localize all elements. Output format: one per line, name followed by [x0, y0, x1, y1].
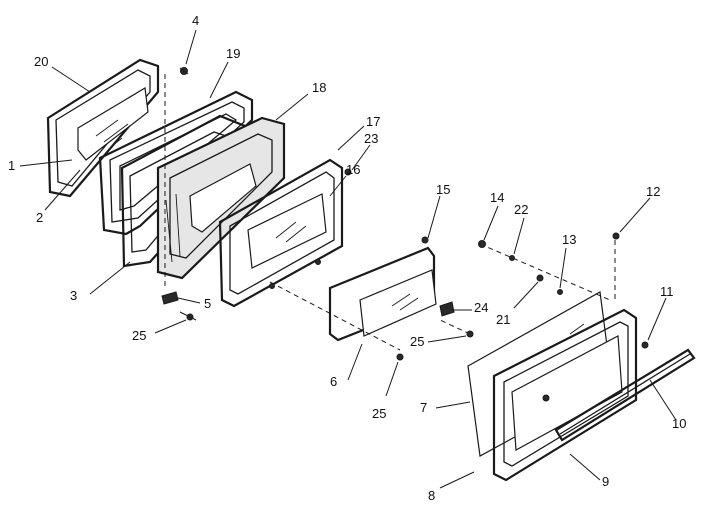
- callout-labels: 20 1 2 3 4 19 18 17 23 16 5 25 15 14 22 …: [8, 13, 686, 503]
- part-20-door-liner-panel: [46, 58, 160, 198]
- callout-17: 17: [366, 114, 380, 129]
- callout-2: 2: [36, 210, 43, 225]
- part-21-washer: [536, 274, 544, 282]
- part-5-clip: [161, 291, 179, 305]
- callout-6: 6: [330, 374, 337, 389]
- callout-19: 19: [226, 46, 240, 61]
- part-10-door-handle: [554, 348, 696, 442]
- part-16-door-panel: [218, 158, 344, 308]
- callout-21: 21: [496, 312, 510, 327]
- hardware: [161, 67, 649, 361]
- callout-13: 13: [562, 232, 576, 247]
- callout-25-bottom: 25: [372, 406, 386, 421]
- callout-23: 23: [364, 131, 378, 146]
- callout-20: 20: [34, 54, 48, 69]
- callout-22: 22: [514, 202, 528, 217]
- part-24-clip: [439, 301, 455, 317]
- callout-10: 10: [672, 416, 686, 431]
- part-23-screw: [344, 168, 352, 176]
- callout-16: 16: [346, 162, 360, 177]
- callout-15: 15: [436, 182, 450, 197]
- callout-1: 1: [8, 158, 15, 173]
- callout-11: 11: [660, 284, 674, 299]
- callout-18: 18: [312, 80, 326, 95]
- part-12-screw: [612, 232, 620, 240]
- callout-3: 3: [70, 288, 77, 303]
- part-25-screw-b: [466, 330, 474, 338]
- part-6-glass-pack: [328, 246, 437, 342]
- part-14-screw: [478, 240, 486, 248]
- callout-14: 14: [490, 190, 504, 205]
- callout-5: 5: [204, 296, 211, 311]
- part-13-washer: [557, 289, 563, 295]
- leader-lines: [19, 29, 677, 489]
- assembly-lines: [164, 74, 616, 351]
- callout-4: 4: [192, 13, 199, 28]
- part-22-washer: [509, 255, 515, 261]
- part-25-screw-c: [396, 353, 404, 361]
- part-15-clip: [421, 236, 429, 244]
- part-4-screw: [179, 67, 189, 75]
- callout-24: 24: [474, 300, 488, 315]
- part-25-screw: [179, 311, 197, 321]
- callout-9: 9: [602, 474, 609, 489]
- callout-7: 7: [420, 400, 427, 415]
- part-9-door-frame: [492, 308, 638, 482]
- callout-8: 8: [428, 488, 435, 503]
- callout-12: 12: [646, 184, 660, 199]
- part-18-insulation-box: [156, 116, 286, 280]
- part-11-washer: [641, 341, 649, 349]
- callout-25-mid: 25: [410, 334, 424, 349]
- callout-25-left: 25: [132, 328, 146, 343]
